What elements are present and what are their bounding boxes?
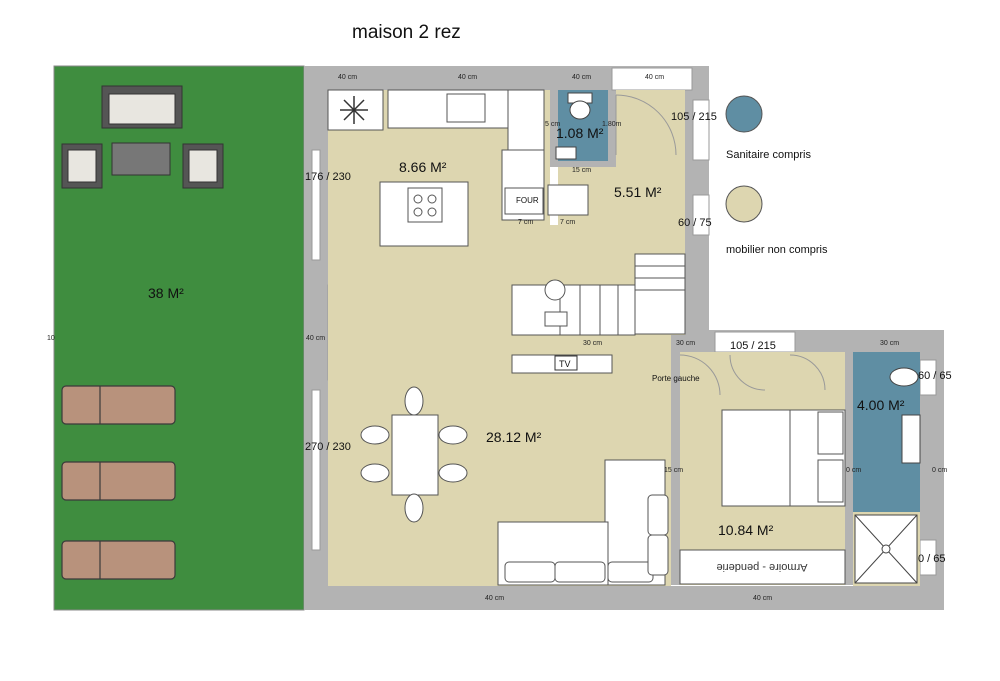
- dim-bed-wall: 15 cm: [664, 467, 683, 474]
- dim-small-2: 7 cm: [560, 219, 575, 226]
- door-swings: [615, 94, 826, 396]
- dim-top-4: 40 cm: [645, 74, 664, 81]
- legend-sanitary-label: Sanitaire compris: [726, 149, 811, 161]
- bed: [679, 409, 846, 585]
- dim-left-mid: 40 cm: [306, 335, 325, 342]
- oven-label: FOUR: [516, 196, 539, 205]
- area-wc: 1.08 M²: [556, 125, 604, 141]
- area-bedroom: 10.84 M²: [718, 522, 774, 538]
- opening-bath-window-bottom: 0 / 65: [918, 553, 946, 565]
- kitchen-furniture: [327, 89, 589, 247]
- bathroom-fixtures: [854, 367, 921, 584]
- dim-wc-left: 5 cm: [545, 121, 560, 128]
- door-note: Porte gauche: [652, 374, 700, 383]
- staircase: [511, 253, 686, 336]
- plan-title: maison 2 rez: [352, 22, 461, 43]
- opening-entry-door: 105 / 215: [671, 111, 717, 123]
- dim-wc-right: 1.80m: [602, 121, 622, 128]
- dim-bottom-1: 40 cm: [485, 595, 504, 602]
- opening-living-window: 270 / 230: [305, 441, 351, 453]
- dim-bottom-2: 40 cm: [753, 595, 772, 602]
- legend-sanitary-swatch: [725, 95, 763, 133]
- opening-side-window: 60 / 75: [678, 217, 712, 229]
- entrance-floor-upper: [616, 90, 685, 170]
- dim-small-1: 7 cm: [518, 219, 533, 226]
- area-entrance: 5.51 M²: [614, 184, 662, 200]
- toilet-icon: [555, 92, 593, 160]
- garden-furniture: [61, 85, 224, 189]
- snowflake-icon: [340, 96, 368, 124]
- sofa: [497, 459, 669, 586]
- wardrobe-label: Armoire - penderie: [716, 561, 807, 573]
- opening-bath-window-top: 60 / 65: [918, 370, 952, 382]
- dim-partition-2: 30 cm: [676, 340, 695, 347]
- dining-table: [360, 386, 468, 523]
- dim-wc-bottom: 15 cm: [572, 167, 591, 174]
- opening-bedroom-door: 105 / 215: [730, 340, 776, 352]
- dim-bath-left: 0 cm: [846, 467, 861, 474]
- dim-top-2: 40 cm: [458, 74, 477, 81]
- dim-top-3: 40 cm: [572, 74, 591, 81]
- area-garden: 38 M²: [148, 285, 184, 301]
- dim-partition-3: 30 cm: [880, 340, 899, 347]
- legend-furniture-label: mobilier non compris: [726, 244, 828, 256]
- legend-furniture-swatch: [725, 185, 763, 223]
- dim-bath-right: 0 cm: [932, 467, 947, 474]
- sun-loungers: [61, 385, 176, 580]
- opening-kitchen-window: 176 / 230: [305, 171, 351, 183]
- tv-unit: [511, 354, 613, 374]
- area-bathroom: 4.00 M²: [857, 397, 905, 413]
- area-kitchen: 8.66 M²: [399, 159, 447, 175]
- area-living: 28.12 M²: [486, 429, 542, 445]
- dim-left-edge: 10: [47, 335, 55, 342]
- dim-top-1: 40 cm: [338, 74, 357, 81]
- dim-partition-1: 30 cm: [583, 340, 602, 347]
- tv-label: TV: [559, 359, 571, 369]
